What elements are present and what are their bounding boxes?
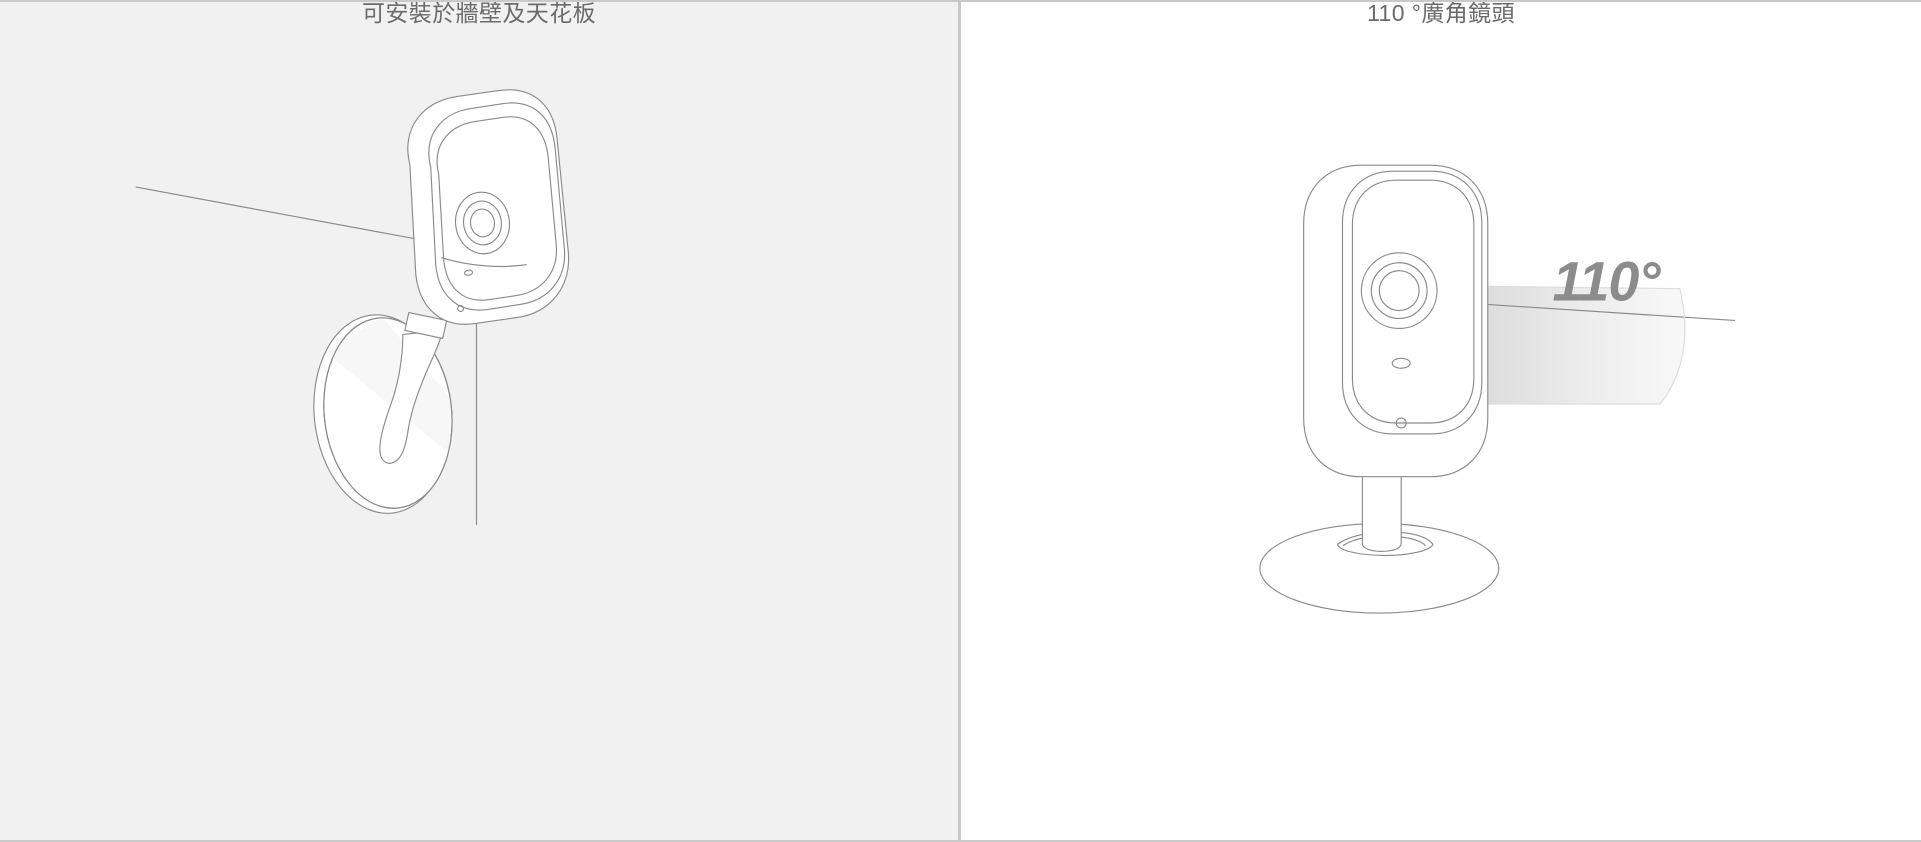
stand-base <box>1259 522 1500 614</box>
ceiling-surface-line <box>135 186 444 245</box>
circular-wall-mount-plate <box>313 314 453 514</box>
status-led <box>457 304 465 313</box>
panel-wall-ceiling-mount: 可安裝於牆壁及天花板 <box>0 2 961 840</box>
status-led <box>1395 417 1407 429</box>
angle-leader-line-upper <box>1426 300 1736 322</box>
illustration-camera-on-desk-stand: 110° <box>1259 164 1736 614</box>
field-of-view-cone <box>1401 285 1685 405</box>
camera-lens <box>454 191 511 255</box>
caption-wall-ceiling-mount: 可安裝於牆壁及天花板 <box>362 0 596 26</box>
camera-body <box>1303 164 1489 478</box>
camera-body <box>407 89 570 325</box>
camera-lens <box>1360 252 1438 330</box>
illustration-camera-on-wall-mount <box>135 89 570 526</box>
front-face-seam <box>441 257 527 268</box>
microphone-hole <box>1391 357 1411 369</box>
angle-leader-line-lower <box>1372 301 1428 449</box>
field-of-view-angle-label: 110° <box>1552 251 1661 313</box>
ball-joint-arm <box>379 311 448 464</box>
panel-wide-angle-lens: 110° 110 °廣角鏡頭 <box>961 2 1921 840</box>
fov-cone-outline <box>1400 285 1686 405</box>
caption-wide-angle-lens: 110 °廣角鏡頭 <box>1367 0 1515 26</box>
stand-neck <box>1361 418 1402 552</box>
microphone-hole <box>464 269 474 276</box>
